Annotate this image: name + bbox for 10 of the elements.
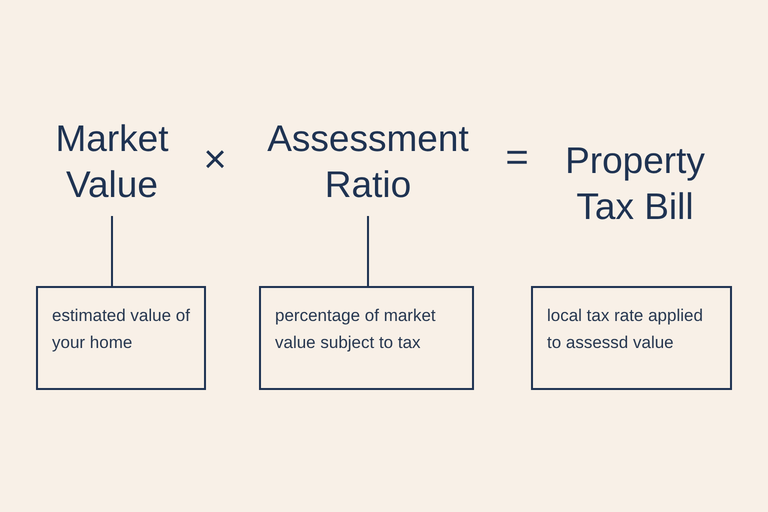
description-box: estimated value of your home [36, 286, 206, 390]
multiply-sign: × [203, 138, 227, 182]
equals-sign: = [505, 136, 529, 180]
term-label: Assessment Ratio [243, 116, 493, 208]
leader-line [367, 216, 369, 286]
result-label: Property Tax Bill [564, 139, 706, 229]
term-label: Market Value [27, 116, 197, 208]
leader-line [111, 216, 113, 286]
description-box: local tax rate applied to assessd value [531, 286, 732, 390]
description-box: percentage of market value subject to tax [259, 286, 474, 390]
